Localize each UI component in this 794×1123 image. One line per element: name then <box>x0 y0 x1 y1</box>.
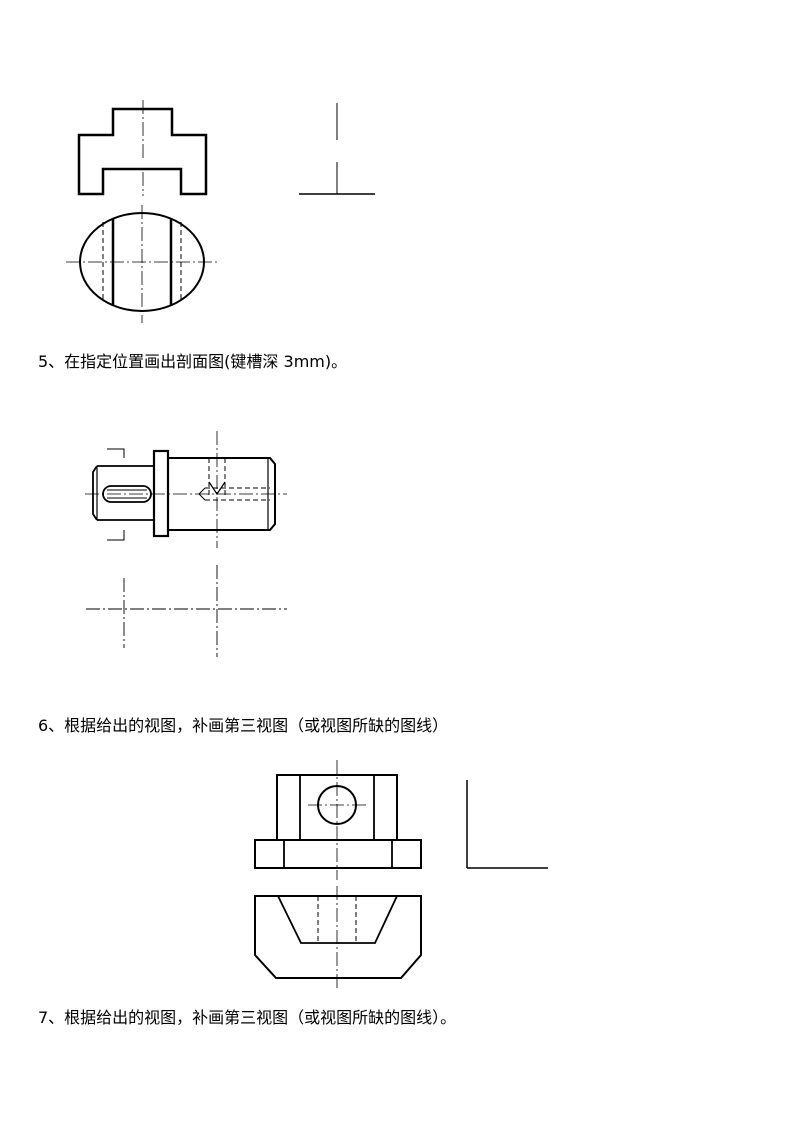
figure-3-front-view <box>254 760 422 880</box>
question-6-text: 6、根据给出的视图，补画第三视图（或视图所缺的图线） <box>38 716 449 735</box>
figure-1-front-view <box>77 100 208 196</box>
figure-1-top-view <box>66 205 220 323</box>
figure-3-top-view <box>254 886 422 988</box>
question-7-text: 7、根据给出的视图，补画第三视图（或视图所缺的图线）。 <box>38 1008 457 1027</box>
figure-3-side-view-placeholder <box>466 780 548 869</box>
figure-2-section-centerlines <box>86 565 287 657</box>
figure-1-side-view-placeholder <box>299 103 375 195</box>
question-5-text: 5、在指定位置画出剖面图(键槽深 3mm)。 <box>38 352 348 371</box>
figure-2-shaft <box>85 431 287 548</box>
